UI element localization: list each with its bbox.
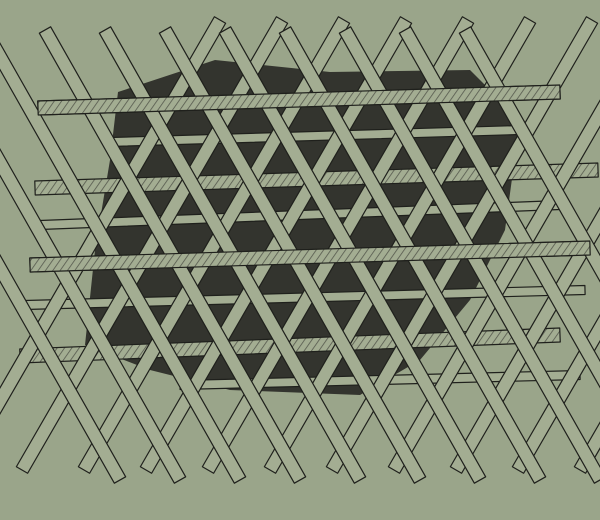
weave-strips xyxy=(0,17,600,483)
